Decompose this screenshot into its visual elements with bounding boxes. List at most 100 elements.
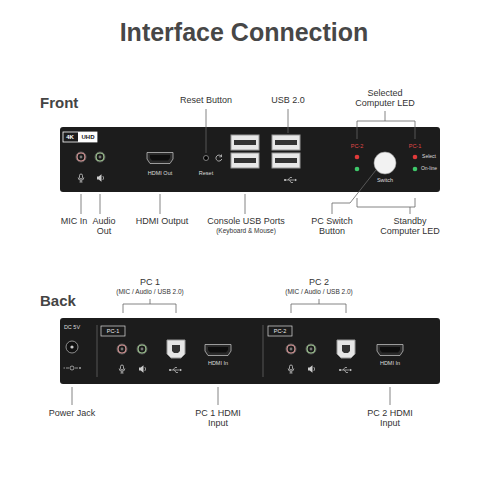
status-leds [355, 167, 360, 172]
mic-jack [76, 152, 86, 162]
callout-label: Console USB Ports [201, 216, 291, 226]
leader-lines [245, 194, 246, 214]
power-jack [70, 345, 73, 348]
callout-label: USB 2.0 [263, 95, 313, 105]
leader-lines [72, 387, 73, 405]
mic-jack [286, 344, 296, 354]
callout-label: Reset Button [171, 95, 241, 105]
leader-lines [357, 111, 415, 139]
mic-icon [288, 369, 294, 374]
pc-badges [101, 326, 125, 336]
panel-print: DC 5V [60, 324, 84, 330]
audio-jack [310, 348, 313, 351]
pc-badges [268, 326, 292, 336]
audio-jack [306, 344, 316, 354]
hdmi-port [205, 345, 231, 356]
usb-icon [285, 178, 295, 183]
usb-a-ports [272, 135, 300, 150]
leader-lines [123, 299, 176, 313]
callout-label: PC Switch Button [307, 216, 357, 237]
audio-jack [137, 344, 147, 354]
mic-icon [121, 365, 124, 370]
leader-lines [218, 387, 219, 405]
back-panel [97, 325, 263, 377]
switch-button [374, 152, 396, 174]
reset-hole [204, 156, 209, 161]
leader-lines [206, 109, 207, 153]
usb-b-port [342, 345, 350, 353]
reset-icon [219, 155, 221, 157]
usb-a-ports [231, 153, 259, 168]
speaker-icon [139, 365, 146, 373]
reset-icon [216, 155, 222, 162]
usb-icon [340, 368, 350, 373]
mic-jack [117, 344, 127, 354]
leader-lines [81, 194, 82, 214]
uhd-badge [63, 132, 97, 142]
polarity-icon [64, 367, 82, 369]
mic-jack [288, 346, 295, 353]
usb-icon [339, 368, 352, 373]
mic-jack [78, 154, 85, 161]
panel-print: Reset [194, 170, 218, 176]
speaker-icon [139, 365, 144, 373]
usb-icon [350, 369, 352, 372]
mic-icon [119, 369, 125, 374]
callout-label: Selected Computer LED [350, 88, 420, 109]
callout-label: Standby Computer LED [375, 216, 445, 237]
callout-label: HDMI Output [132, 216, 192, 226]
hdmi-port [208, 347, 228, 353]
speaker-icon [97, 174, 104, 182]
hdmi-port [147, 153, 173, 164]
usb-icon [295, 179, 297, 182]
audio-jack [139, 346, 146, 353]
led-label: Select [420, 154, 438, 160]
usb-a-ports [231, 135, 300, 168]
audio-jack [308, 346, 315, 353]
pc-badges [101, 326, 292, 336]
audio-jack [97, 154, 104, 161]
leader-lines [81, 109, 415, 214]
port-group-note: (MIC / Audio / USB 2.0) [105, 288, 195, 295]
polarity-icon [64, 366, 82, 370]
leader-lines [160, 194, 161, 214]
audio-jack [99, 156, 102, 159]
port-group-heading: PC 2 [299, 277, 339, 287]
panel-print: PC-2 [268, 328, 292, 334]
usb-icon [170, 368, 180, 373]
usb-a-ports [231, 135, 259, 150]
leader-lines [390, 387, 391, 405]
status-leds [413, 167, 418, 172]
speaker-icon [308, 365, 313, 373]
mic-jack [80, 156, 83, 159]
polarity-icon [70, 366, 74, 370]
speaker-icon [102, 176, 104, 180]
usb-icon [169, 368, 182, 373]
power-jack [66, 341, 78, 353]
usb-b-port [167, 340, 185, 358]
usb-icon [284, 178, 297, 183]
mic-icon [78, 174, 84, 182]
panel-print: PC-1 [101, 328, 125, 334]
leader-lines [288, 109, 289, 133]
audio-jack [95, 152, 105, 162]
front-panel [60, 127, 440, 192]
page-title: Interface Connection [24, 18, 464, 47]
usb-a-ports [275, 158, 297, 163]
status-leds [355, 155, 360, 160]
mic-icon [80, 174, 83, 179]
mic-jack [76, 152, 86, 162]
leader-lines [100, 194, 101, 214]
usb-b-port [167, 340, 185, 358]
panel-print: HDMI In [200, 360, 236, 366]
led-label: On-line [420, 166, 438, 172]
status-leds [413, 155, 418, 160]
panel-print: 4K [63, 134, 77, 141]
speaker-icon [144, 367, 146, 371]
hdmi-port [377, 345, 403, 356]
panel-print: Switch [370, 177, 400, 183]
leader-lines [291, 299, 346, 313]
callout-label: Audio Out [89, 216, 119, 237]
hdmi-port [150, 155, 170, 161]
usb-a-ports [234, 158, 256, 163]
